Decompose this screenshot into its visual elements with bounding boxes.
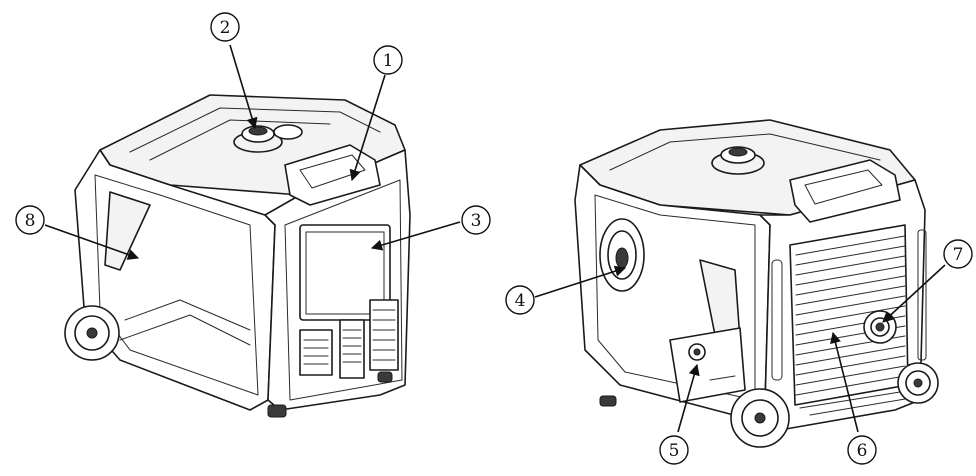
callout-4: 4 [505, 285, 535, 315]
right-access-door [669, 327, 746, 403]
callout-2-label: 2 [220, 18, 231, 38]
callout-leaders [44, 44, 946, 433]
leader-2 [229, 44, 258, 130]
right-exhaust-grille [789, 224, 909, 406]
right-side-vent-strip [771, 229, 927, 416]
callout-2: 2 [210, 12, 240, 42]
callout-3: 3 [461, 205, 491, 235]
callout-4-label: 4 [515, 291, 526, 311]
callout-5: 5 [659, 435, 689, 465]
right-wheel-rear [897, 362, 939, 404]
right-pull-start [599, 218, 645, 292]
callout-8: 8 [15, 205, 45, 235]
callout-1: 1 [373, 45, 403, 75]
left-front-vents [299, 299, 399, 379]
callouts: 1 2 3 4 5 6 7 8 [15, 12, 973, 465]
left-wheel [64, 305, 120, 361]
generator-left-view [64, 94, 411, 418]
right-foot [599, 395, 617, 407]
leader-5 [677, 363, 700, 433]
leader-3 [370, 221, 461, 251]
leader-1 [349, 74, 386, 182]
leader-7 [882, 264, 946, 323]
generator-right-view [574, 119, 939, 448]
leader-6 [830, 331, 859, 433]
callout-5-label: 5 [669, 441, 680, 461]
right-wheel-front [730, 388, 790, 448]
left-foot-rear [377, 371, 393, 383]
callout-1-label: 1 [383, 51, 394, 71]
callout-7-label: 7 [953, 245, 964, 265]
callout-8-label: 8 [25, 211, 36, 231]
leader-8 [44, 224, 140, 260]
callout-6-label: 6 [857, 441, 868, 461]
leader-4 [534, 265, 627, 298]
left-foot-front [267, 404, 287, 418]
callout-7: 7 [943, 239, 973, 269]
callout-6: 6 [847, 435, 877, 465]
callout-3-label: 3 [471, 211, 482, 231]
right-exhaust-outlet [863, 310, 897, 344]
